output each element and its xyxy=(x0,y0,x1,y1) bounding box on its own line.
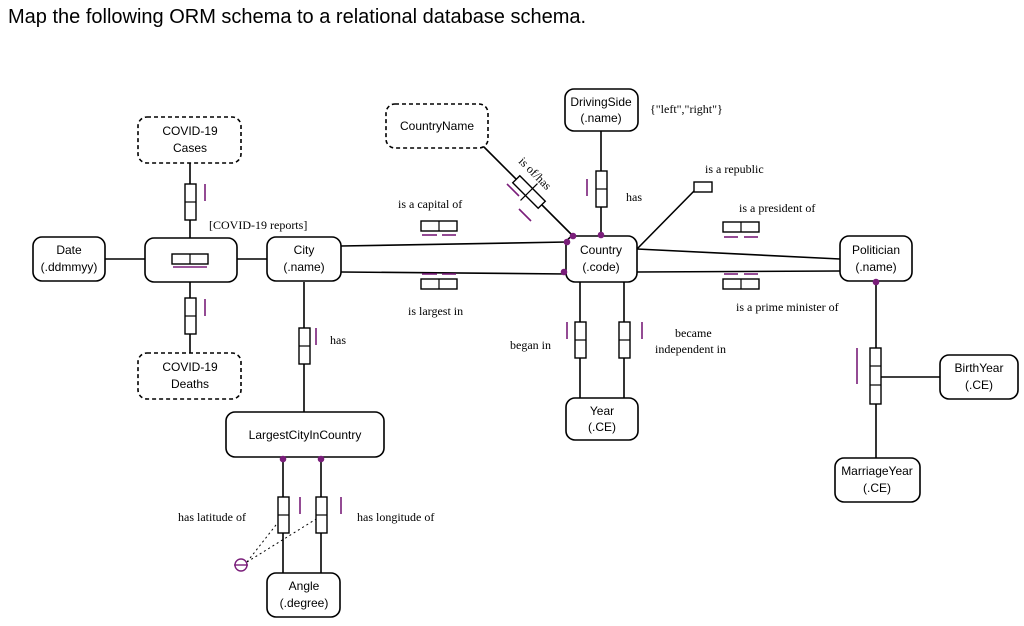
birth-year-line2: (.CE) xyxy=(965,378,993,392)
politician-line2: (.name) xyxy=(855,260,896,274)
mandatory-dots xyxy=(279,231,880,463)
label-is-pm-of: is a prime minister of xyxy=(736,300,839,314)
entity-driving-side xyxy=(564,88,639,132)
label-has-latitude-of: has latitude of xyxy=(178,510,246,524)
label-covid-reports: [COVID-19 reports] xyxy=(209,218,307,232)
mandatory-dot-country-4 xyxy=(597,231,605,239)
country-line1: Country xyxy=(580,243,622,257)
entity-city xyxy=(266,236,342,282)
angle-line1: Angle xyxy=(289,579,320,593)
label-became-line2: independent in xyxy=(655,342,726,356)
entity-year xyxy=(565,397,639,441)
year-line1: Year xyxy=(590,404,614,418)
mandatory-dot-city-1 xyxy=(279,455,287,463)
entity-country-name xyxy=(385,103,489,149)
covid-cases-line2: Cases xyxy=(173,141,207,155)
year-line2: (.CE) xyxy=(588,420,616,434)
marriage-year-line1: MarriageYear xyxy=(841,464,913,478)
label-is-republic: is a republic xyxy=(705,162,764,176)
label-began-in: began in xyxy=(510,338,551,352)
marriage-year-line2: (.CE) xyxy=(863,481,891,495)
entity-largest-city xyxy=(225,411,385,458)
politician-line1: Politician xyxy=(852,243,900,257)
label-has-largest: has xyxy=(330,333,346,347)
label-is-president-of: is a president of xyxy=(739,201,815,215)
entity-covid-deaths xyxy=(137,352,242,400)
role-dividers xyxy=(185,183,881,516)
covid-deaths-line2: Deaths xyxy=(171,377,209,391)
country-name-label: CountryName xyxy=(400,119,474,133)
mandatory-dot-country-3 xyxy=(569,232,577,240)
covid-deaths-line1: COVID-19 xyxy=(162,360,218,374)
subset-constraint-icon xyxy=(234,558,248,572)
mandatory-dot-country-1 xyxy=(563,238,571,246)
driving-side-line1: DrivingSide xyxy=(570,95,632,109)
entity-birth-year xyxy=(939,354,1019,400)
label-is-largest-in: is largest in xyxy=(408,304,463,318)
question-text: Map the following ORM schema to a relati… xyxy=(8,6,587,28)
city-line1: City xyxy=(294,243,315,257)
mandatory-dot-city-2 xyxy=(317,455,325,463)
entity-date xyxy=(32,236,106,282)
angle-line2: (.degree) xyxy=(280,596,329,610)
label-became-line1: became xyxy=(675,326,712,340)
covid-cases-line1: COVID-19 xyxy=(162,124,218,138)
fact-politician-years xyxy=(869,347,882,405)
date-line2: (.ddmmyy) xyxy=(41,260,98,274)
mandatory-dot-politician xyxy=(872,278,880,286)
entity-marriage-year xyxy=(834,457,921,503)
city-line2: (.name) xyxy=(283,260,324,274)
largest-city-label: LargestCityInCountry xyxy=(249,428,362,442)
label-is-capital-of: is a capital of xyxy=(398,197,462,211)
entity-angle xyxy=(266,572,341,618)
label-has-longitude-of: has longitude of xyxy=(357,510,434,524)
connector-lines xyxy=(105,131,940,573)
driving-side-line2: (.name) xyxy=(580,111,621,125)
entity-covid-cases xyxy=(137,116,242,164)
country-line2: (.code) xyxy=(582,260,619,274)
label-driving-values: {"left","right"} xyxy=(650,102,723,116)
uniqueness-constraints xyxy=(173,179,858,514)
label-has-driving: has xyxy=(626,190,642,204)
mandatory-dot-country-2 xyxy=(560,268,568,276)
date-line1: Date xyxy=(56,243,82,257)
birth-year-line1: BirthYear xyxy=(955,361,1004,375)
fact-republic xyxy=(693,181,713,193)
